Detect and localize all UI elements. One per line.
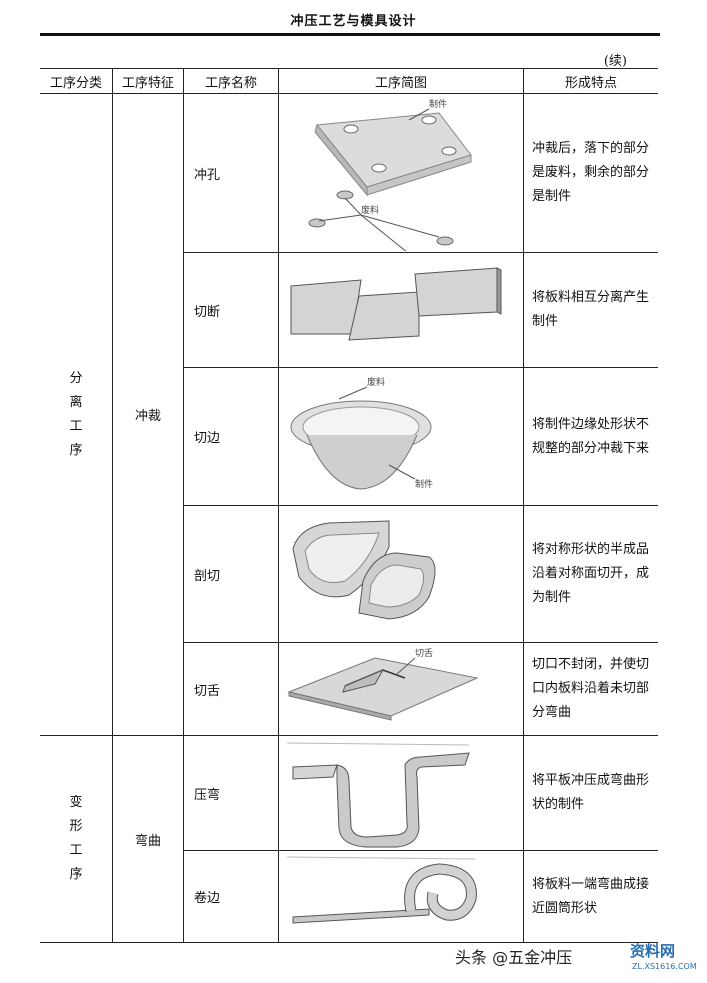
figure-cell — [278, 505, 524, 643]
watermark-url: ZL.XS1616.COM — [632, 962, 697, 971]
process-name: 切舌 — [183, 642, 279, 736]
column-header: 形成特点 — [523, 68, 658, 94]
cutoff-figure — [290, 267, 502, 341]
column-header: 工序名称 — [183, 68, 279, 94]
category-label: 变形工序 — [69, 795, 83, 882]
process-description: 将制件边缘处形状不规整的部分冲裁下来 — [523, 367, 658, 506]
process-description: 将板料相互分离产生制件 — [523, 252, 658, 368]
header-rule — [40, 33, 660, 36]
category-label: 分离工序 — [69, 370, 83, 458]
figure-label: 废料 — [361, 204, 379, 216]
process-description: 将平板冲压成弯曲形状的制件 — [523, 735, 658, 851]
watermark-site: 资料网 — [630, 942, 676, 960]
figure-label: 制件 — [429, 98, 447, 110]
page-header-title: 冲压工艺与模具设计 — [290, 14, 417, 29]
continued-label: (续) — [603, 54, 627, 69]
figure-cell — [278, 850, 524, 943]
watermark-text: 头条 @五金冲压 — [455, 948, 573, 967]
figure-cell: 切舌 — [278, 642, 524, 736]
table-row: 切断 将板料相互分离产生制件 — [40, 252, 658, 368]
feature-cell: 冲裁 — [112, 93, 184, 736]
table-row: 分离工序 冲裁 冲孔 — [40, 93, 658, 736]
process-table: 工序分类 工序特征 工序名称 工序简图 形成特点 分离工序 冲裁 冲孔 — [40, 68, 658, 943]
column-header: 工序简图 — [278, 68, 524, 94]
category-cell: 变形工序 — [40, 735, 113, 943]
bending-figure — [286, 742, 470, 848]
figure-cell: 废料 制件 — [278, 367, 524, 506]
process-name: 冲孔 — [183, 93, 279, 253]
lancing-figure: 切舌 — [287, 648, 479, 721]
table-row: 切舌 切舌 切口不封闭，并使切口内板料沿着未切部分弯曲 — [40, 642, 658, 736]
process-description: 冲裁后，落下的部分是废料，剩余的部分是制件 — [523, 93, 658, 253]
table-row: 卷边 将板料一端弯曲成接近圆筒形状 — [40, 850, 658, 943]
process-name: 切边 — [183, 367, 279, 506]
figure-cell — [278, 252, 524, 368]
figure-label: 制件 — [415, 478, 433, 490]
figure-label: 废料 — [367, 376, 385, 388]
column-header: 工序特征 — [112, 68, 184, 94]
process-description: 切口不封闭，并使切口内板料沿着未切部分弯曲 — [523, 642, 658, 736]
process-description: 将对称形状的半成品沿着对称面切开，成为制件 — [523, 505, 658, 643]
table-row: 剖切 将对称形状的半成品沿着对称面切开，成为制件 — [40, 505, 658, 643]
figure-label: 切舌 — [415, 648, 433, 659]
process-name: 压弯 — [183, 735, 279, 851]
process-name: 切断 — [183, 252, 279, 368]
process-description: 将板料一端弯曲成接近圆筒形状 — [523, 850, 658, 943]
process-name: 剖切 — [183, 505, 279, 643]
figure-cell: 制件 废料 — [278, 93, 524, 253]
figure-cell — [278, 735, 524, 851]
column-header: 工序分类 — [40, 68, 113, 94]
curling-figure — [286, 856, 477, 924]
process-name: 卷边 — [183, 850, 279, 943]
table-row: 变形工序 弯曲 压弯 将平板冲压成弯曲形状的制件 — [40, 735, 658, 943]
trimming-figure: 废料 制件 — [290, 376, 433, 490]
slitting-figure — [292, 520, 436, 620]
feature-cell: 弯曲 — [112, 735, 184, 943]
piercing-figure: 制件 废料 — [308, 98, 472, 251]
table-row: 切边 废料 制件 将制件边缘处形状不规整的部分冲裁下来 — [40, 367, 658, 506]
table-header-row: 工序分类 工序特征 工序名称 工序简图 形成特点 — [40, 68, 658, 94]
category-cell: 分离工序 — [40, 93, 113, 736]
